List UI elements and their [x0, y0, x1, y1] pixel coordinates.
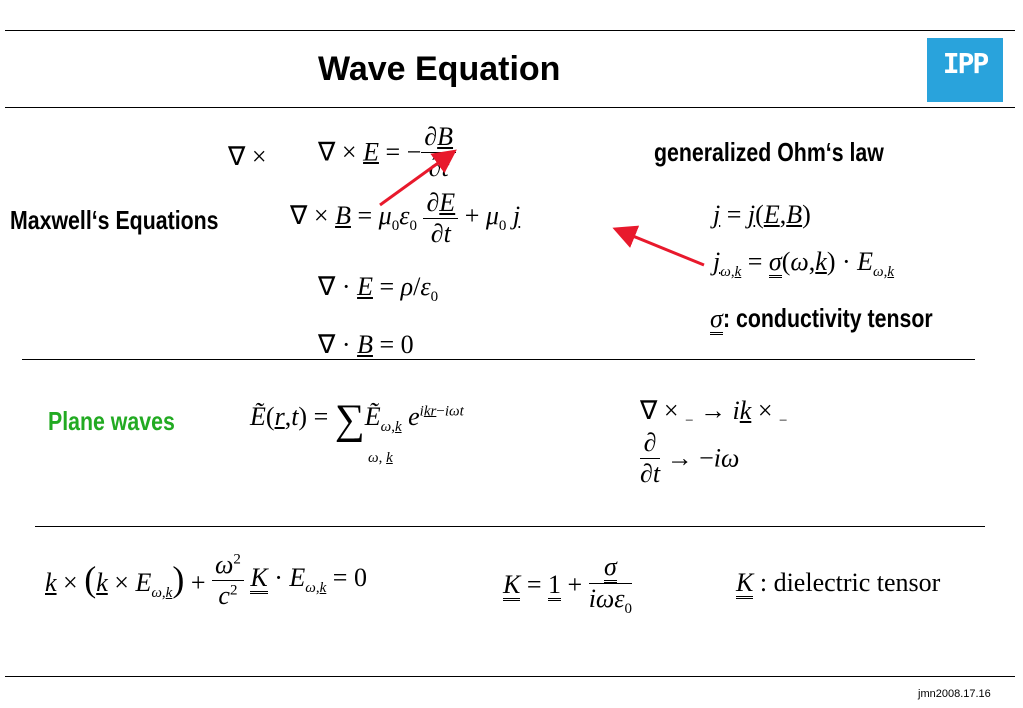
ipp-logo: IPP [927, 38, 1003, 102]
plane-wave-eq: Ẽ(r,t) = ∑Ẽω,k eikr−iωt [250, 397, 464, 443]
section-rule-1 [22, 359, 975, 360]
ipp-logo-icon: IPP [943, 47, 991, 80]
section-rule-2 [35, 526, 985, 527]
svg-text:IPP: IPP [943, 47, 989, 80]
curl-operator: ∇ × [228, 142, 267, 171]
sigma-definition: σ: conductivity tensor [710, 303, 933, 335]
footer-code: jmn2008.17.16 [918, 688, 991, 700]
maxwell-eq-3: ∇ · E = ρ/ε0 [318, 272, 439, 306]
ohm-eq-1: j = j(E,B) [713, 200, 811, 229]
page-title: Wave Equation [318, 50, 561, 88]
title-rule [5, 107, 1015, 108]
bottom-rule [5, 676, 1015, 677]
dielectric-desc: K : dielectric tensor [736, 568, 941, 599]
maxwell-eq-4: ∇ · B = 0 [318, 330, 414, 359]
maxwell-label: Maxwell‘s Equations [10, 205, 219, 235]
curl-rule: ∇ × − → ik × − [640, 396, 788, 430]
top-rule [5, 30, 1015, 31]
maxwell-eq-2: ∇ × B = μ0ε0 ∂E∂t + μ0 j [290, 188, 521, 248]
arrow-b-to-b [379, 149, 457, 207]
time-deriv-rule: ∂∂t → −iω [640, 428, 740, 488]
sigma-desc: : conductivity tensor [722, 303, 933, 333]
dielectric-label: dielectric tensor [773, 568, 941, 597]
sum-index: ω, k [368, 450, 393, 466]
arrow-ohm-to-j [612, 225, 705, 267]
ohm-eq-2: jω,k = σ(ω,k) · Eω,k [713, 247, 895, 281]
plane-waves-label: Plane waves [48, 406, 175, 436]
ohm-label: generalized Ohm‘s law [654, 137, 884, 167]
